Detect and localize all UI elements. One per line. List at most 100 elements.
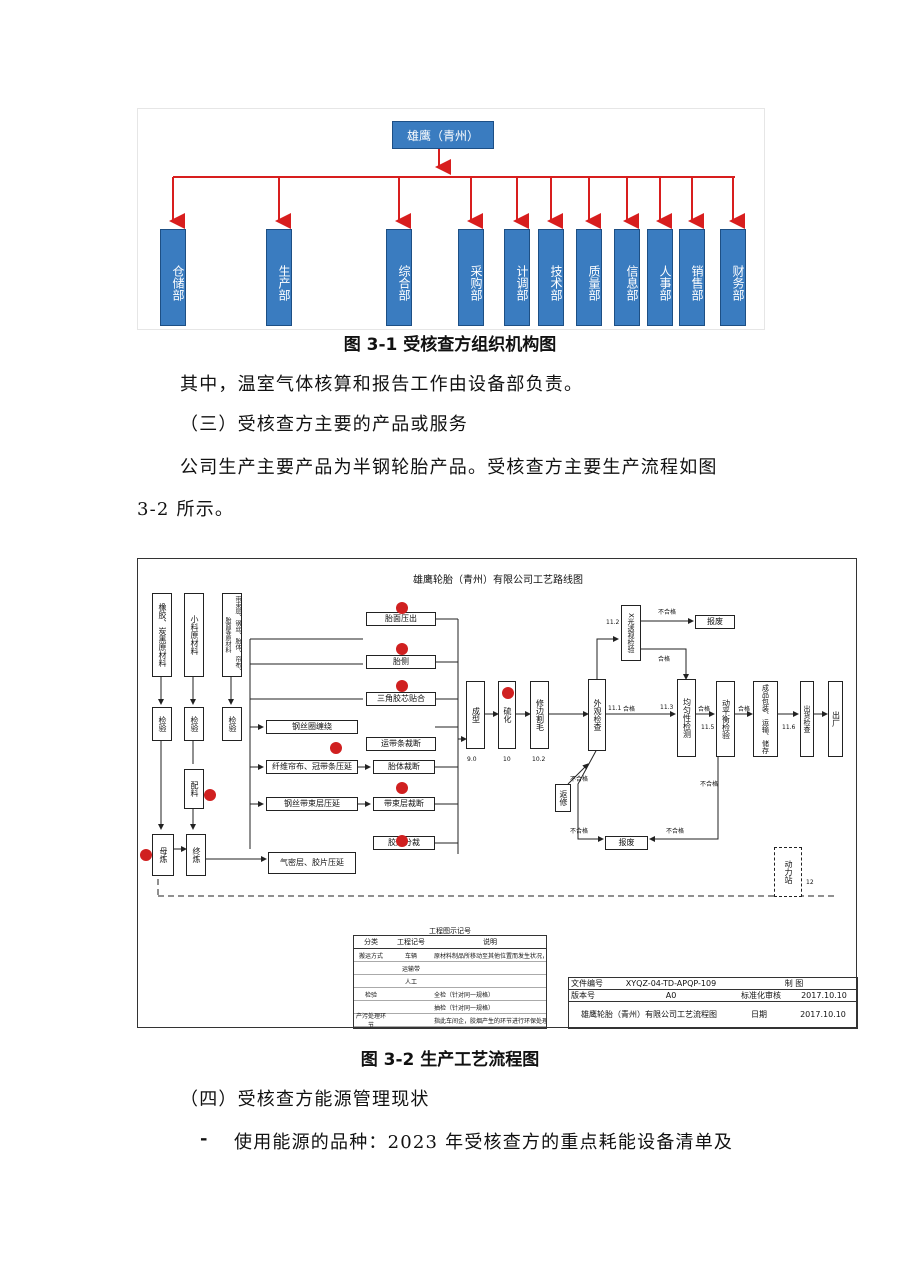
- label-fail-2: 不合格: [570, 776, 589, 783]
- step-body-ply-cutting: 胎体裁断: [373, 760, 435, 774]
- tb-rev-label: 版本号: [571, 991, 595, 1000]
- tb-doc-no: XYQZ-04-TD-APQP-109: [625, 979, 717, 988]
- step-belt-cutting: 带束层裁断: [373, 797, 435, 811]
- flow-lines: [157, 618, 838, 897]
- tb-std-date: 2017.10.10: [801, 991, 847, 1000]
- master-mix-box: 母炼: [152, 834, 174, 876]
- pollution-marker: [396, 782, 408, 794]
- step-bead-winding: 钢丝圈缠绕: [266, 720, 358, 734]
- pollution-marker: [396, 680, 408, 692]
- department-box: 信息部: [614, 229, 640, 326]
- check-box-3: 检验: [222, 707, 242, 741]
- step-steel-belt-calender: 钢丝带束层压延: [266, 797, 358, 811]
- exit-box: 出厂: [828, 681, 843, 757]
- building-box: 成型: [466, 681, 485, 749]
- section-heading-4: （四）受核查方能源管理现状: [180, 1089, 430, 1110]
- pollution-marker: [330, 742, 342, 754]
- check-box-1: 检验: [152, 707, 172, 741]
- scrap-box-top: 报废: [695, 615, 735, 629]
- step-fabric-calender: 纤维帘布、冠带条压延: [266, 760, 358, 774]
- legend-cat: 搬运方式: [358, 952, 383, 960]
- legend-cat: 检验: [364, 991, 377, 999]
- pollution-marker: [204, 789, 216, 801]
- outgoing-box: 出货检查: [800, 681, 814, 757]
- org-root: 雄鹰（青州）: [392, 121, 494, 149]
- legend-head-cat: 分类: [364, 938, 378, 946]
- pollution-marker: [396, 835, 408, 847]
- tb-doc-no-label: 文件编号: [571, 979, 603, 988]
- paragraph-2: 公司生产主要产品为半钢轮胎产品。受核查方主要生产流程如图: [180, 457, 718, 478]
- tb-date-label: 日期: [751, 1009, 767, 1019]
- paragraph-1: 其中，温室气体核算和报告工作由设备部负责。: [180, 374, 584, 395]
- flow-title: 雄鹰轮胎（青州）有限公司工艺路线图: [413, 575, 583, 586]
- department-box: 技术部: [538, 229, 564, 326]
- figure-2-caption: 图 3-2 生产工艺流程图: [360, 1050, 540, 1070]
- figure-1-caption: 图 3-1 受核查方组织机构图: [343, 335, 557, 355]
- section-heading-3: （三）受核查方主要的产品或服务: [180, 414, 468, 435]
- legend-head-mark: 工程记号: [397, 938, 425, 946]
- legend-desc: 指此车间企，胶烟产生的环节进行环保处理: [434, 1017, 546, 1025]
- weighing-box: 配料: [184, 769, 204, 809]
- legend-row: 抽检（针对同一规格）: [354, 1001, 546, 1014]
- check-box-2: 检验: [184, 707, 204, 741]
- step-sidewall: 胎侧: [366, 655, 436, 669]
- packing-box: 成品包装、运输、储存: [753, 681, 778, 757]
- label-pass-2: 合格: [698, 706, 711, 713]
- pollution-marker: [140, 849, 152, 861]
- repair-box: 返修: [555, 784, 571, 812]
- department-box: 仓储部: [160, 229, 186, 326]
- label-11-1: 11.1: [608, 705, 622, 712]
- step-tread-extrusion: 胎面压出: [366, 612, 436, 626]
- label-pass-4: 合格: [658, 656, 671, 663]
- tb-std-label: 标准化审核: [741, 991, 781, 1000]
- label-11-3: 11.3: [660, 704, 674, 711]
- scrap-box-bottom: 报废: [605, 836, 648, 850]
- step-apex: 三角胶芯贴合: [366, 692, 436, 706]
- legend-row: 检验全检（针对同一规格）: [354, 988, 546, 1001]
- process-flow-diagram: 雄鹰轮胎（青州）有限公司工艺路线图: [137, 558, 858, 1029]
- department-box: 质量部: [576, 229, 602, 326]
- legend-row: 运输带: [354, 962, 546, 975]
- title-block: 文件编号 XYQZ-04-TD-APQP-109 制 图 版本号 A0 标准化审…: [568, 977, 858, 1029]
- label-10-2: 10.2: [532, 756, 546, 763]
- label-11-2: 11.2: [606, 619, 620, 626]
- department-box: 人事部: [647, 229, 673, 326]
- department-box: 综合部: [386, 229, 412, 326]
- label-11-5: 11.5: [701, 724, 715, 731]
- balance-box: 动平衡检验: [716, 681, 735, 757]
- legend-row: 人工: [354, 975, 546, 988]
- tb-name: 雄鹰轮胎（青州）有限公司工艺流程图: [581, 1009, 717, 1019]
- org-chart: 雄鹰（青州） 仓储部生产部综合部采购部计调部技术部质量部信息部人事部销售部财务部: [137, 108, 765, 330]
- legend-mark: 车辆: [404, 952, 417, 960]
- legend-row: 搬运方式 车辆 原材料制品所移动至其他位置而发生状况，箭头所示为工程流程方向: [354, 949, 546, 962]
- bullet-mark: -: [200, 1128, 209, 1149]
- department-box: 财务部: [720, 229, 746, 326]
- tb-made: 制 图: [784, 979, 804, 988]
- tb-date: 2017.10.10: [800, 1009, 846, 1019]
- legend-desc: 抽检（针对同一规格）: [434, 1004, 495, 1012]
- uniformity-box: 均匀性检测: [677, 679, 696, 757]
- label-10: 10: [503, 756, 511, 763]
- legend-head-desc: 说明: [483, 938, 497, 946]
- label-pass-1: 合格: [623, 706, 636, 713]
- legend-mark: 运输带: [401, 965, 420, 973]
- paragraph-3: 3-2 所示。: [137, 499, 235, 520]
- input-belt-cord: 带束层、钢丝、胎体、帘布、胎面等原材料: [222, 593, 242, 677]
- label-fail-5: 不合格: [700, 781, 719, 788]
- department-box: 计调部: [504, 229, 530, 326]
- label-fail-1: 不合格: [658, 609, 677, 616]
- step-innerliner-calender: 气密层、胶片压延: [268, 852, 356, 874]
- legend-cat: 产污处理环节: [355, 1013, 386, 1029]
- department-box: 销售部: [679, 229, 705, 326]
- legend-desc: 原材料制品所移动至其他位置而发生状况，箭头所示为工程流程方向: [434, 952, 546, 960]
- legend-row: 产污处理环节 指此车间企，胶烟产生的环节进行环保处理: [354, 1013, 546, 1029]
- curing-box: 硫化: [498, 681, 516, 749]
- input-small-materials: 小料原材料: [184, 593, 204, 677]
- label-fail-3: 不合格: [570, 828, 589, 835]
- department-box: 生产部: [266, 229, 292, 326]
- org-lines: [169, 149, 745, 229]
- power-station-box: 动力站: [774, 847, 802, 897]
- label-12: 12: [806, 879, 814, 886]
- pollution-marker: [396, 643, 408, 655]
- label-pass-3: 合格: [738, 706, 751, 713]
